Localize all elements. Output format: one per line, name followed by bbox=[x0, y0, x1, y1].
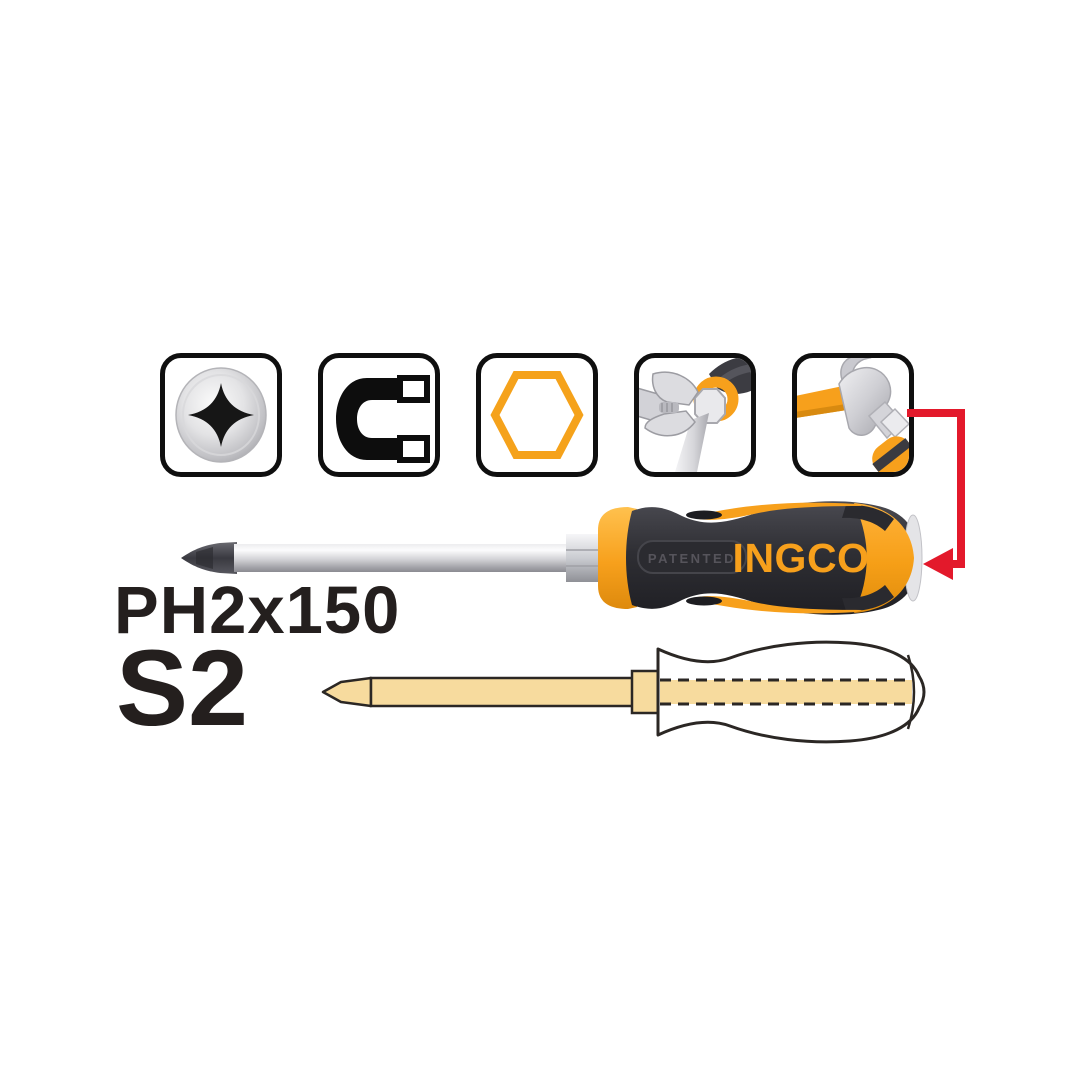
line-drawing-screwdriver bbox=[321, 640, 926, 744]
wrench bbox=[639, 371, 699, 437]
handle-body bbox=[626, 501, 919, 615]
feature-icon-hex-shaft bbox=[476, 353, 598, 477]
patented-panel bbox=[637, 540, 747, 574]
feature-icon-wrench-grip bbox=[634, 353, 756, 477]
magnet-icon bbox=[336, 375, 430, 463]
drawing-cap-line bbox=[906, 654, 916, 730]
orange-collar bbox=[598, 507, 637, 609]
hex-shaft-icon bbox=[490, 371, 584, 459]
feature-icon-hammer-strike bbox=[792, 353, 914, 477]
drawing-tip bbox=[321, 676, 373, 708]
hex-bolster bbox=[566, 534, 602, 582]
phillips-bit-icon bbox=[175, 367, 267, 463]
callout-arrow bbox=[907, 409, 965, 580]
photo-screwdriver: PATENTED INGCO bbox=[181, 501, 923, 615]
driver-shaft bbox=[675, 413, 709, 472]
shaft bbox=[234, 544, 570, 572]
drawing-bolster bbox=[630, 669, 660, 715]
brand-logo: INGCO bbox=[733, 535, 870, 581]
wrench-grip-icon bbox=[639, 358, 751, 472]
steel-grade-text: S2 bbox=[116, 627, 249, 748]
patented-text: PATENTED bbox=[648, 551, 736, 566]
hex-bolster bbox=[694, 388, 726, 424]
feature-icon-phillips bbox=[160, 353, 282, 477]
drawing-shaft bbox=[369, 676, 636, 708]
hammer-face bbox=[879, 407, 909, 439]
feature-icon-magnetic bbox=[318, 353, 440, 477]
spec-text: PH2x150 bbox=[114, 573, 401, 648]
handle-rear-cap bbox=[854, 503, 914, 613]
drawing-through-shaft bbox=[660, 680, 912, 704]
